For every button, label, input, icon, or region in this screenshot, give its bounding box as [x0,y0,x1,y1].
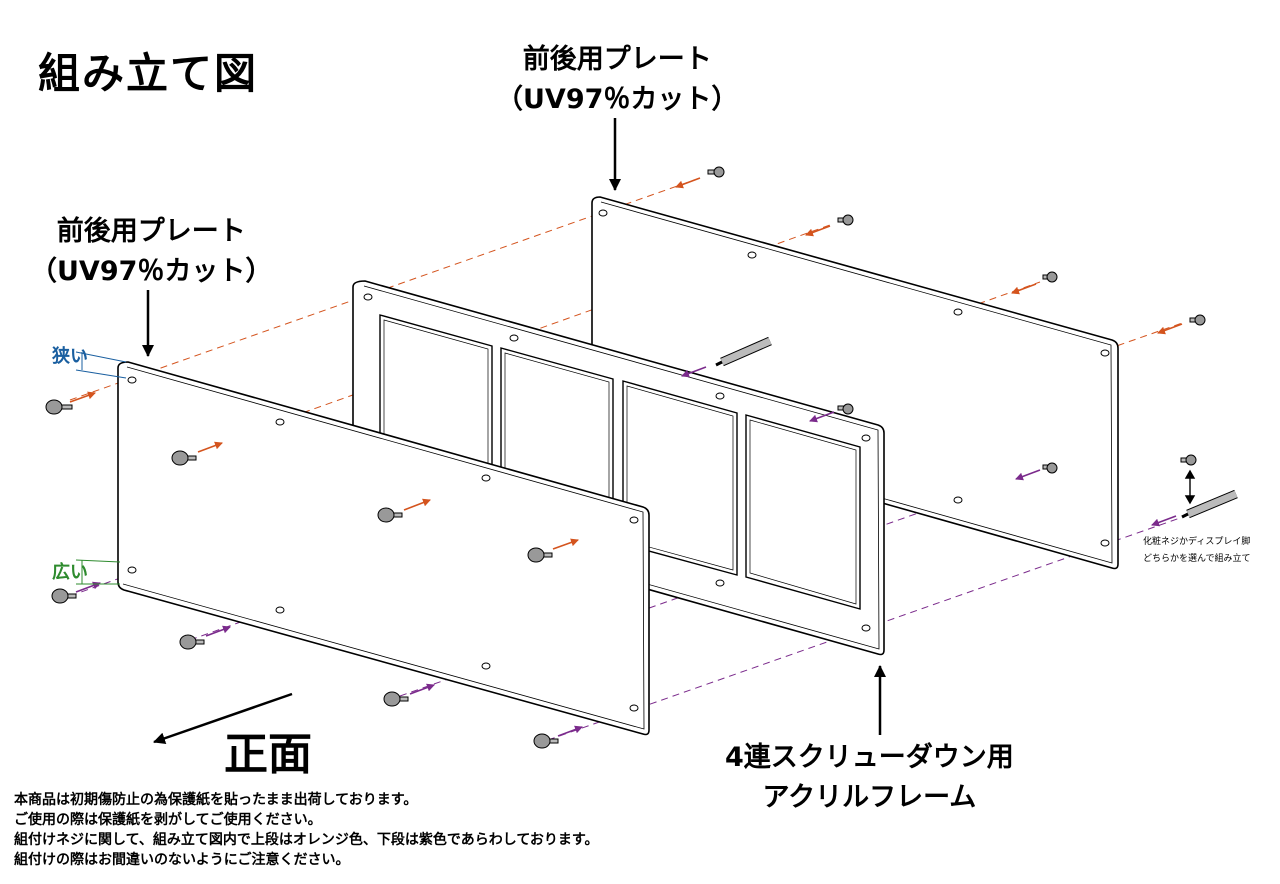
front-direction-arrow [153,692,293,745]
wide-gap-label: 広い [52,562,88,583]
frame-label-line1: 4連スクリューダウン用 [725,742,1014,773]
narrow-gap-marker [75,351,127,379]
screw-icon [707,166,725,178]
screw-icon [383,691,409,707]
pointer-arrows [142,118,886,745]
screw-icon [171,450,197,466]
upper-direction-arrows [69,177,1183,550]
note-line: 組付けの際はお間違いのないようにご注意ください。 [14,852,350,868]
spacer-leg-icon [715,336,772,367]
front-plate-label-line2: （UV97％カット） [30,256,273,287]
front-plate [117,361,650,736]
screw-icon [533,733,559,749]
front-plate-holes [127,376,639,712]
side-note-line1: 化粧ネジかディスプレイ脚 [1143,537,1251,547]
screw-icon [527,547,553,563]
screw-icon [837,403,854,415]
screw-icon [45,399,73,415]
front-side-label: 正面 [224,729,312,780]
page-title: 組み立て図 [38,49,259,98]
screw-icon [377,507,403,523]
screw-icon [1042,462,1058,474]
note-line: ご使用の際は保護紙を剥がしてご使用ください。 [14,812,322,828]
note-line: 本商品は初期傷防止の為保護紙を貼ったまま出荷しております。 [14,792,418,808]
screw-icons [45,166,1238,749]
notes-block: 本商品は初期傷防止の為保護紙を貼ったまま出荷しております。 ご使用の際は保護紙を… [14,790,599,870]
side-note: 化粧ネジかディスプレイ脚 どちらかを選んで組み立て [1143,534,1251,568]
screw-icon [1180,454,1197,466]
narrow-gap-label: 狭い [52,346,88,367]
rear-plate-label: 前後用プレート （UV97％カット） [496,40,738,120]
side-note-line2: どちらかを選んで組み立て [1143,554,1251,564]
display-leg-icon [1181,489,1238,519]
note-line: 組付けネジに関して、組み立て図内で上段はオレンジ色、下段は紫色であらわしておりま… [14,832,599,848]
screw-icon [1189,314,1206,326]
frame-label: 4連スクリューダウン用 アクリルフレーム [725,738,1014,818]
front-plate-label: 前後用プレート （UV97％カット） [30,212,272,292]
front-plate-label-line1: 前後用プレート [56,216,246,247]
rear-plate-label-line2: （UV97％カット） [496,84,739,115]
screw-icon [837,214,854,226]
frame-label-line2: アクリルフレーム [762,782,977,813]
double-arrow-icon [1184,469,1196,505]
lower-direction-arrows [75,366,1177,737]
screw-icon [51,588,77,604]
screw-icon [1042,271,1058,283]
wide-gap-marker [75,559,121,585]
rear-plate-label-line1: 前後用プレート [522,44,712,75]
screw-icon [179,634,205,650]
